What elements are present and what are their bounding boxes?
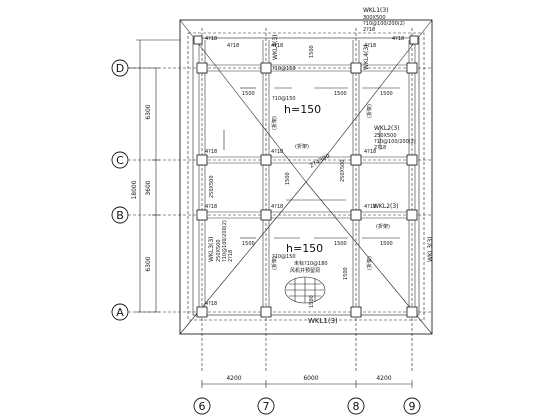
axis-bubble-B: B xyxy=(111,206,129,224)
beam-size-col-right: 250X500 xyxy=(340,159,346,182)
length-label: 1500 xyxy=(242,91,255,97)
slab-thickness-bottom: h=150 xyxy=(286,242,323,255)
rebar-label: 4?18 xyxy=(392,36,404,42)
column-rebar-labels: 4?18 4?18 4?18 4?18 4?18 4?18 4?18 4?18 … xyxy=(205,36,404,307)
axis-label-6: 6 xyxy=(199,400,206,413)
axis-bubble-D: D xyxy=(111,59,136,77)
rebar-label: 4?18 xyxy=(271,204,283,210)
length-label: 1500 xyxy=(242,241,255,247)
tag-label: (折架) xyxy=(376,223,390,230)
rebar-label: 4?18 xyxy=(271,149,283,155)
axis-label-9: 9 xyxy=(409,400,416,413)
slab-thickness-top: h=150 xyxy=(284,103,321,116)
beam-stirrup-wkl3: ?10@100/200(2) xyxy=(222,220,228,262)
rebar-note-3: ?10@150 xyxy=(272,254,296,260)
axis-bubble-C: C xyxy=(111,151,129,169)
rebar-label: 4?18 xyxy=(205,204,217,210)
dim-left-DC: 6300 xyxy=(145,104,152,119)
inner-beam-outline xyxy=(192,37,420,316)
rebar-marks xyxy=(223,87,400,239)
beam-label-wkl2-mid: WKL2(3) xyxy=(374,125,400,132)
slab-rebar-lengths: 1500 1500 1500 1500 1500 1500 1500 1500 … xyxy=(242,45,393,308)
axis-label-7: 7 xyxy=(263,400,270,413)
tag-label: (折架) xyxy=(366,256,373,270)
stair-note: 2?4300 xyxy=(309,152,332,169)
beam-bars-wkl2: 2?18 xyxy=(374,145,386,151)
beam-label-wkl1-bottom: WKL1(3) xyxy=(308,317,338,325)
hip-line-ne xyxy=(305,19,433,183)
beam-label-wkl3-right: WKL3(3) xyxy=(427,236,434,262)
axis-label-B: B xyxy=(116,209,124,222)
axis-bubble-9: 9 xyxy=(403,397,421,415)
rebar-label: 4?18 xyxy=(364,204,376,210)
bottom-dimension-chain xyxy=(201,380,413,388)
dim-left-total: 18000 xyxy=(131,180,138,199)
axis-bubble-A: A xyxy=(111,303,129,321)
tag-label: (折架) xyxy=(295,143,309,150)
length-label: 1500 xyxy=(334,241,347,247)
axis-bubble-8: 8 xyxy=(347,397,365,415)
rebar-label: 4?18 xyxy=(271,43,283,49)
beam-size-wkl1-top: 300X500 xyxy=(363,15,386,21)
dim-bottom-67: 4200 xyxy=(226,375,241,382)
internal-beams xyxy=(198,40,416,314)
beam-label-wkl4-right: WKL4(3) xyxy=(363,44,370,70)
beam-outline xyxy=(187,32,425,321)
axis-bubble-7: 7 xyxy=(257,397,275,415)
axis-bubble-6: 6 xyxy=(193,397,211,415)
length-label: 1500 xyxy=(309,45,315,58)
rebar-label: 4?18 xyxy=(205,36,217,42)
shaft-opening xyxy=(284,276,326,304)
tag-label: (折架) xyxy=(271,116,278,130)
length-label: 1500 xyxy=(380,91,393,97)
beam-label-wkl3-left: WKL3(3) xyxy=(208,236,215,262)
tag-label: (折架) xyxy=(366,104,373,118)
roof-outline xyxy=(179,19,433,335)
length-label: 1500 xyxy=(343,267,349,280)
tag-label: (折架) xyxy=(271,256,278,270)
length-label: 1500 xyxy=(309,295,315,308)
beam-size-wkl2: 250X500 xyxy=(374,133,397,139)
length-label: 1500 xyxy=(285,172,291,185)
rebar-label: 4?18 xyxy=(205,301,217,307)
rebar-note-1: ?10@150 xyxy=(272,66,296,72)
dim-bottom-89: 4200 xyxy=(376,375,391,382)
beam-size-wkl3: 250X500 xyxy=(216,239,222,262)
length-label: 1500 xyxy=(380,241,393,247)
left-dimension-chain xyxy=(136,39,180,313)
beam-label-wkl1-top: WKL1(3) xyxy=(363,7,389,14)
beam-bars-wkl3: 2?18 xyxy=(228,250,234,262)
hip-line-nw xyxy=(179,19,307,183)
rebar-label: 4?18 xyxy=(364,149,376,155)
length-label: 1500 xyxy=(334,91,347,97)
beam-label-wkl4-left: WKL4(3) xyxy=(272,34,279,60)
dim-left-CB: 3600 xyxy=(145,180,152,195)
rebar-label: 4?18 xyxy=(205,149,217,155)
beam-tags: (折架) (折架) (折架) (折架) (折架) (折架) xyxy=(271,104,390,270)
rebar-label: 4?18 xyxy=(364,43,376,49)
shaft-note: 风机井预留洞 xyxy=(290,267,320,274)
axis-label-D: D xyxy=(116,62,124,75)
beam-label-wkl2-lower: WKL2(3) xyxy=(373,203,399,210)
columns xyxy=(193,35,419,318)
beam-size-col-left: 250X500 xyxy=(209,175,215,198)
axis-label-8: 8 xyxy=(353,400,360,413)
rebar-note-2: ?10@150 xyxy=(272,96,296,102)
dim-left-BA: 6300 xyxy=(145,256,152,271)
rebar-label: 4?18 xyxy=(227,43,239,49)
beam-stirrup-wkl1-top: ?10@100/200(2) xyxy=(363,21,405,27)
beam-bars-wkl1-top: 2?18 xyxy=(363,27,375,33)
slab-rebar-note: 未标?10@180 xyxy=(294,260,328,267)
axis-label-A: A xyxy=(116,306,124,319)
axis-label-C: C xyxy=(116,154,124,167)
dim-bottom-78: 6000 xyxy=(303,375,318,382)
beam-stirrup-wkl2: ?10@100/200(2) xyxy=(374,139,416,145)
